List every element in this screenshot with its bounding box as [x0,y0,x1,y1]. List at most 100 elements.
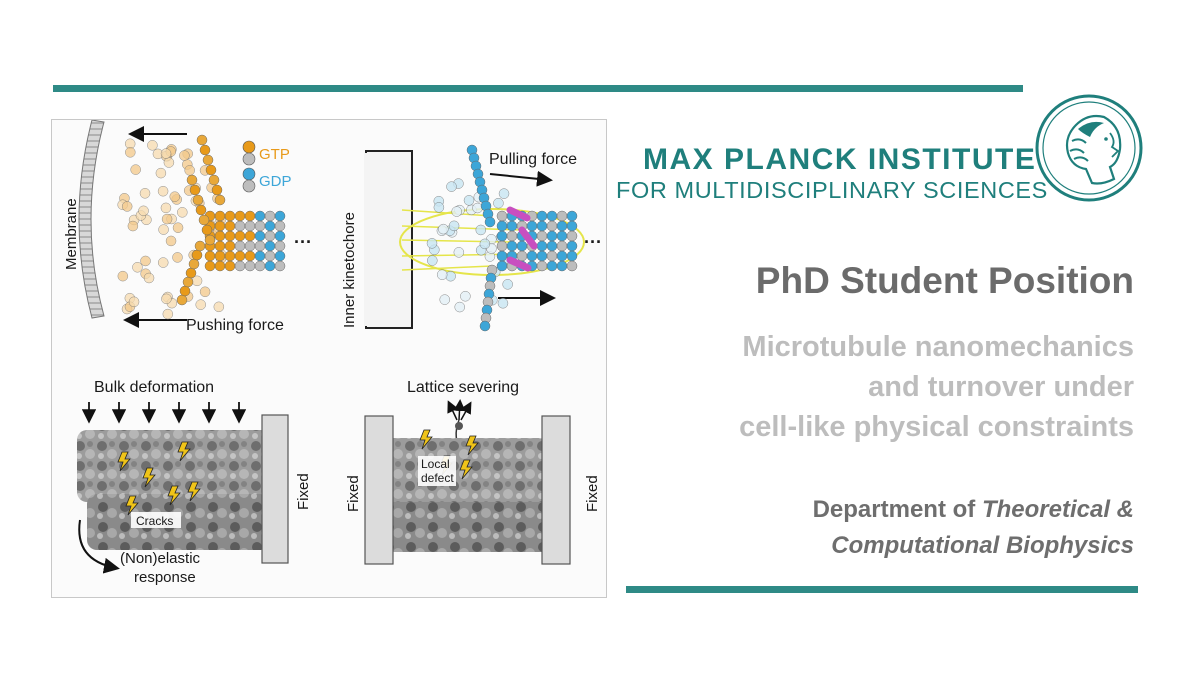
protofilament-subunit [191,249,203,261]
tubulin-dimer [195,299,206,310]
response-label-line1: (Non)elastic [120,550,201,567]
pushing-force-label: Pushing force [186,317,284,334]
microtubule-subunit [546,260,558,272]
microtubule-subunit [556,250,568,262]
microtubule-subunit [556,260,568,272]
tubulin-dimer [448,220,460,232]
crack-bolt-icon [117,451,131,472]
microtubule-subunit [244,210,256,222]
microtubule-subunit [264,210,276,222]
minerva-head-icon [1035,94,1143,202]
microtubule-subunit [546,220,558,232]
tubulin-dimer [502,279,513,290]
microtubule-subunit [496,220,508,232]
response-arrow [78,519,120,574]
gtp-legend-dot-2 [242,152,256,166]
microtubule-subunit [234,260,246,272]
protofilament-subunit [199,144,211,156]
microtubule-subunit [234,240,246,252]
compression-arrows [81,402,247,424]
tubulin-dimer [427,255,438,266]
panel-pulling-force: Inner kinetochore Pulling force ··· [341,144,602,332]
microtubule-subunit [566,240,578,252]
pulling-arrow-top [489,170,553,187]
tubulin-dimer [439,294,450,305]
microtubule-subunit [234,250,246,262]
microtubule-subunit [274,210,286,222]
tubulin-dimer [479,238,491,250]
department-italic-2: Computational Biophysics [831,532,1134,559]
project-topic: Microtubule nanomechanics and turnover u… [739,327,1134,447]
defect-bolt-icon [465,435,479,456]
institute-title: MAX PLANCK INSTITUTE [643,143,1037,176]
tubulin-dimer [127,220,139,232]
tubulin-dimer [438,223,449,235]
microtubule-subunit [224,220,236,232]
microtubule-subunit [264,250,276,262]
tubulin-dimer [460,290,471,302]
panel-pushing-force: Membrane GTP GDP ··· Pushing force [63,120,312,334]
microtubule-subunit [214,250,226,262]
protofilament-subunit [182,276,194,288]
top-accent-bar [53,85,1023,92]
protofilament-subunit [189,184,201,196]
tubulin-dimer [493,197,504,209]
microtubule-subunit [274,250,286,262]
tubulin-dimer [143,272,155,284]
microtubule-subunit [496,260,508,272]
microtubule-subunit [566,260,578,272]
tubulin-dimer [161,213,173,225]
tubulin-dimer [147,140,158,151]
gdp-legend-dot [242,167,256,181]
bulk-deformation-label: Bulk deformation [94,379,214,396]
microtubule-subunit [264,260,276,272]
bottom-accent-bar [626,586,1138,593]
microtubule-subunit [214,210,226,222]
microtubule-subunit [224,210,236,222]
crack-bolt-icon [187,481,201,502]
crack-bolt-icon [125,495,139,516]
protofilament-subunit [484,216,496,228]
microtubule-subunit [536,260,548,272]
defect-label-line1: Local [421,457,450,471]
microtubule-subunit [224,240,236,252]
microtubule-subunit [536,240,548,252]
ndc80-fibril [401,209,493,217]
microtubule-subunit [214,230,226,242]
tubulin-dimer [436,269,448,280]
kinetochore-link [506,206,531,222]
microtubule-subunit [244,230,256,242]
microtubule-subunit [204,250,216,262]
kinetochore-link [518,226,538,250]
membrane-shape [78,120,105,319]
panel-bulk-deformation: Bulk deformation Fixed Cracks (Non)elast… [77,379,312,586]
institute-subtitle: FOR MULTIDISCIPLINARY SCIENCES [616,177,1048,203]
crack-bolt-icon [142,467,156,488]
tubulin-dimer [177,207,188,218]
gtp-label: GTP [259,146,290,163]
crack-bolts [117,441,201,516]
tubulin-dimer [433,202,445,213]
microtubule-subunit [214,220,226,232]
microtubule-subunit [536,220,548,232]
position-headline: PhD Student Position [755,260,1134,301]
microtubule-subunit [224,250,236,262]
tubulin-dimer [163,157,175,168]
tubulin-dimer [130,164,141,175]
microtubule-subunit [254,230,266,242]
tubulin-dimer [138,205,149,217]
tubulin-dimer [158,224,169,235]
tubulin-dimer [179,150,190,161]
microtubule-subunit [264,220,276,232]
protofilament-subunit [208,174,220,186]
microtubule-subunit [234,230,246,242]
protofilament-subunit [185,267,197,279]
microtubule-figure: Membrane GTP GDP ··· Pushing force Inner… [51,119,607,598]
tubulin-dimer [453,247,465,258]
tubulin-dimer [125,147,136,158]
defect-label-line2: defect [421,471,454,485]
tubulin-dimer [128,296,140,308]
department-italic-1: Theoretical & [981,496,1134,523]
microtubule-subunit [556,210,568,222]
microtubule-subunit [566,230,578,242]
